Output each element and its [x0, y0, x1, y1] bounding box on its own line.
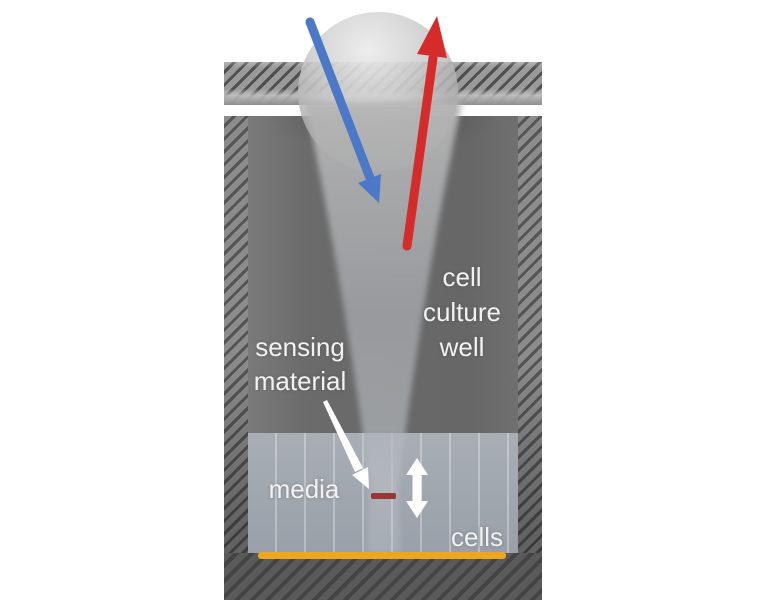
label-cell-culture-well: cell culture well — [392, 260, 532, 365]
well-wall-left — [224, 116, 248, 553]
lens-droplet-icon — [298, 12, 458, 172]
well-wall-right — [518, 116, 542, 553]
label-well-line1: cell — [442, 262, 482, 292]
label-sensing-line2: material — [253, 366, 347, 396]
label-well-line3: well — [439, 332, 485, 362]
plate-bottom-hatched — [224, 553, 542, 600]
label-sensing-material: sensing material — [230, 330, 370, 398]
label-sensing-line1: sensing — [255, 332, 345, 362]
label-media: media — [268, 474, 340, 504]
label-cells: cells — [450, 522, 503, 552]
label-well-line2: culture — [422, 297, 502, 327]
